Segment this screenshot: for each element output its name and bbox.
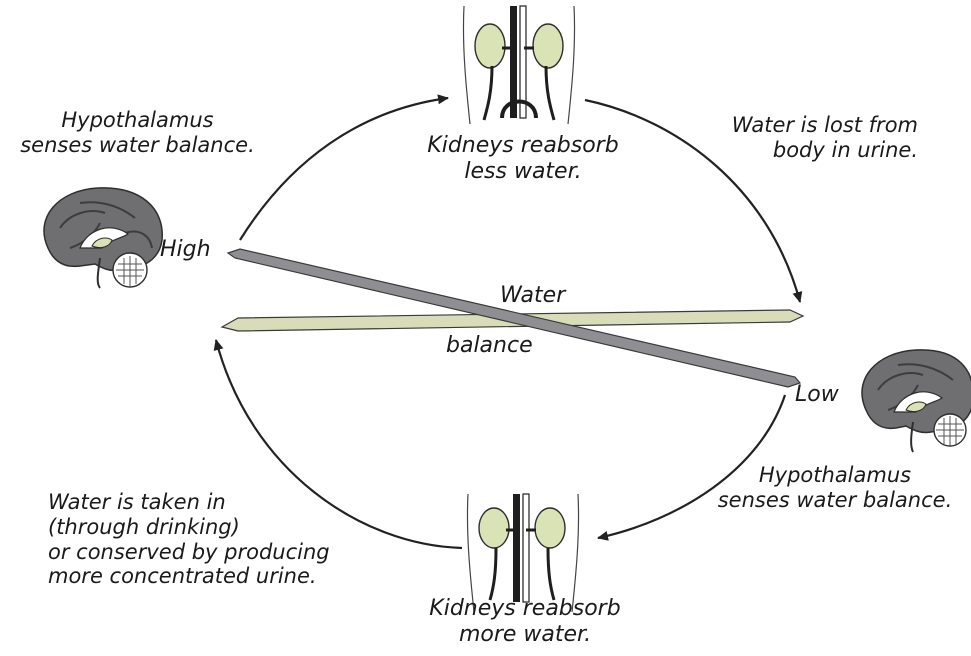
water-label: Water — [500, 283, 565, 309]
brain-icon — [44, 188, 162, 288]
water-taken-line2: (through drinking) — [48, 515, 393, 540]
kidneys-icon — [467, 494, 578, 612]
hypothalamus-bottom-line1: Hypothalamus — [704, 463, 966, 488]
hypothalamus-top-label: Hypothalamus senses water balance. — [10, 108, 265, 158]
kidneys-bottom-label: Kidneys reabsorb more water. — [410, 596, 640, 648]
kidneys-bottom-line1: Kidneys reabsorb — [410, 596, 640, 622]
water-taken-line3: or conserved by producing — [48, 540, 393, 565]
kidneys-bottom-line2: more water. — [410, 622, 640, 648]
low-label: Low — [795, 382, 839, 408]
water-taken-line4: more concentrated urine. — [48, 564, 393, 589]
balance-label: balance — [446, 333, 533, 359]
kidneys-icon — [463, 6, 574, 124]
hypothalamus-top-line1: Hypothalamus — [10, 108, 265, 133]
water-taken-label: Water is taken in (through drinking) or … — [48, 490, 393, 589]
water-lost-line2: body in urine. — [690, 138, 918, 163]
hypothalamus-top-line2: senses water balance. — [10, 133, 265, 158]
water-lost-line1: Water is lost from — [690, 113, 918, 138]
kidneys-top-label: Kidneys reabsorb less water. — [408, 133, 638, 185]
hypothalamus-bottom-line2: senses water balance. — [704, 488, 966, 513]
water-taken-line1: Water is taken in — [48, 490, 393, 515]
kidneys-top-line1: Kidneys reabsorb — [408, 133, 638, 159]
hypothalamus-bottom-label: Hypothalamus senses water balance. — [704, 463, 966, 513]
water-lost-label: Water is lost from body in urine. — [690, 113, 918, 163]
high-label: High — [160, 237, 211, 263]
kidneys-top-line2: less water. — [408, 159, 638, 185]
brain-icon — [862, 350, 971, 452]
